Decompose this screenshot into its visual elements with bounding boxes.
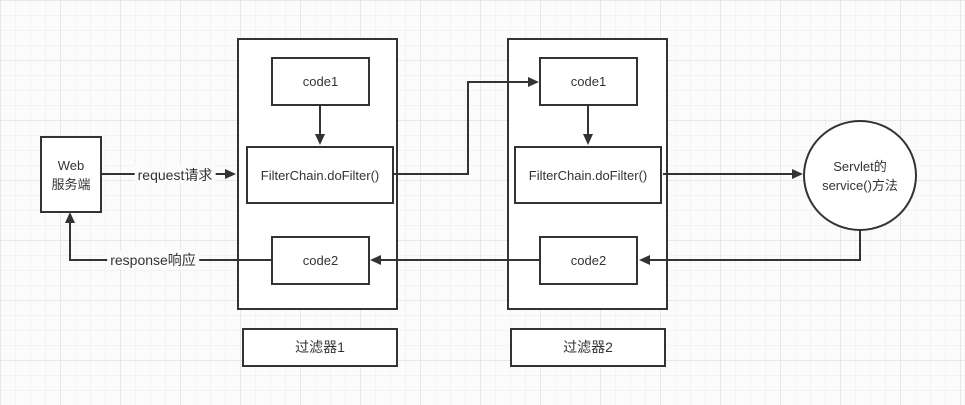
response-arrow-up-icon: [65, 212, 75, 223]
filter2-dofilter-node[interactable]: FilterChain.doFilter(): [514, 146, 662, 204]
dofilter2-to-servlet-arrow-right-icon: [792, 169, 803, 179]
dofilter1-to-code1-connector-seg3[interactable]: [467, 81, 529, 83]
web-server-node[interactable]: Web 服务端: [40, 136, 102, 213]
filter1-title-label: 过滤器1: [295, 339, 345, 355]
filter1-arrow-down-icon: [315, 134, 325, 145]
servlet-to-code2-connector-seg2[interactable]: [650, 259, 861, 261]
filter2-dofilter-label: FilterChain.doFilter(): [528, 167, 648, 183]
filter2-arrow-down-icon: [583, 134, 593, 145]
servlet-to-code2-connector-seg1[interactable]: [859, 230, 861, 261]
filter2-code2-node[interactable]: code2: [539, 236, 638, 285]
filter1-code2-label: code2: [302, 253, 339, 268]
filter1-code1-to-dofilter-connector[interactable]: [319, 106, 321, 135]
request-arrow-right-icon: [225, 169, 236, 179]
filter1-code2-node[interactable]: code2: [271, 236, 370, 285]
dofilter1-to-code1-arrow-right-icon: [528, 77, 539, 87]
dofilter1-to-code1-connector-seg2[interactable]: [467, 81, 469, 175]
servlet-to-code2-arrow-left-icon: [639, 255, 650, 265]
filter2-code1-to-dofilter-connector[interactable]: [587, 106, 589, 135]
web-server-label-line2: 服务端: [51, 176, 91, 192]
filter1-code1-label: code1: [302, 74, 339, 89]
filter2-code1-label: code1: [570, 74, 607, 89]
servlet-label-line2: service()方法: [822, 177, 898, 193]
filter1-title-box[interactable]: 过滤器1: [242, 328, 398, 367]
response-edge-label: response响应: [107, 250, 199, 270]
filter2-code1-node[interactable]: code1: [539, 57, 638, 106]
filter2-title-box[interactable]: 过滤器2: [510, 328, 666, 367]
filter2-code2-label: code2: [570, 253, 607, 268]
web-server-label-line1: Web: [57, 157, 85, 173]
code2-to-code2-connector[interactable]: [381, 259, 539, 261]
filter1-dofilter-node[interactable]: FilterChain.doFilter(): [246, 146, 394, 204]
servlet-service-node[interactable]: Servlet的 service()方法: [803, 120, 917, 231]
code2-to-code2-arrow-left-icon: [370, 255, 381, 265]
response-connector-seg2[interactable]: [69, 222, 71, 261]
dofilter2-to-servlet-connector[interactable]: [663, 173, 793, 175]
filter2-title-label: 过滤器2: [563, 339, 613, 355]
filter1-dofilter-label: FilterChain.doFilter(): [260, 167, 380, 183]
filter1-code1-node[interactable]: code1: [271, 57, 370, 106]
dofilter1-to-code1-connector-seg1[interactable]: [394, 173, 469, 175]
servlet-label-line1: Servlet的: [833, 158, 887, 174]
request-edge-label: request请求: [134, 165, 216, 185]
